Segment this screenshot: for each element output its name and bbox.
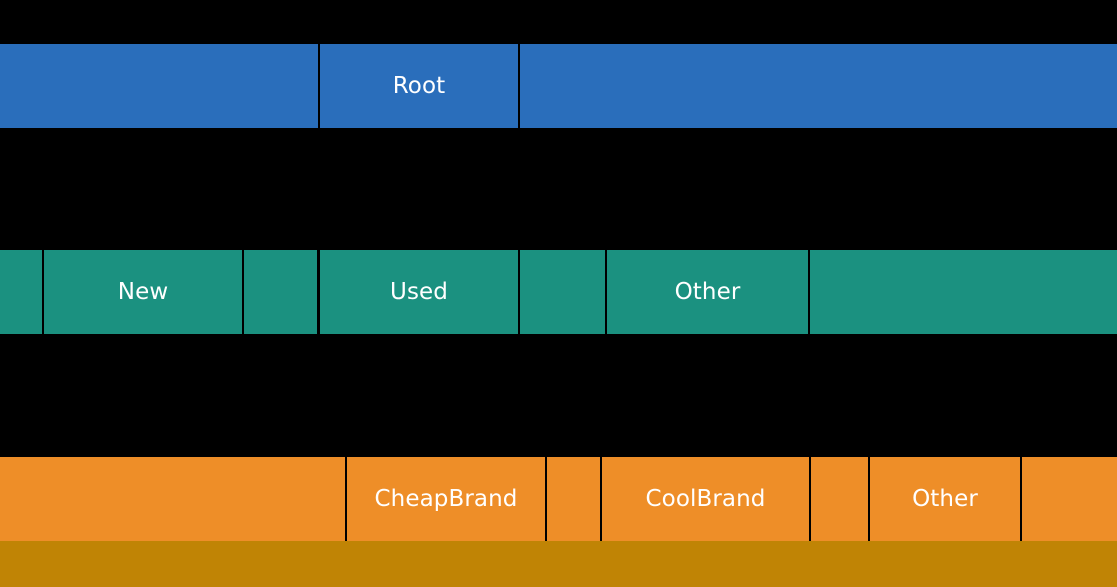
- chart-level-brand-level: CheapBrand CoolBrand Other: [0, 457, 1117, 541]
- chart-node-unlabeled[interactable]: [547, 457, 600, 541]
- chart-node-coolbrand[interactable]: CoolBrand: [602, 457, 809, 541]
- chart-node-cheapbrand[interactable]: CheapBrand: [347, 457, 545, 541]
- chart-level-root-level: Root: [0, 44, 1117, 128]
- chart-node-unlabeled[interactable]: [0, 457, 345, 541]
- chart-node-other[interactable]: Other: [607, 250, 808, 334]
- chart-node-unlabeled[interactable]: [0, 44, 318, 128]
- chart-node-new[interactable]: New: [44, 250, 242, 334]
- chart-node-label: Root: [392, 72, 446, 99]
- chart-node-unlabeled[interactable]: [244, 250, 317, 334]
- chart-level-condition-level: New Used Other: [0, 250, 1117, 334]
- chart-node-unlabeled[interactable]: [520, 44, 1117, 128]
- chart-node-unlabeled[interactable]: [0, 541, 1117, 587]
- chart-node-used[interactable]: Used: [320, 250, 518, 334]
- chart-node-unlabeled[interactable]: [1022, 457, 1117, 541]
- chart-level-leaf-level: [0, 541, 1117, 587]
- chart-node-label: Other: [912, 485, 978, 512]
- chart-node-label: Used: [390, 278, 448, 305]
- chart-node-unlabeled[interactable]: [810, 250, 1117, 334]
- chart-node-label: New: [117, 278, 169, 305]
- chart-node-label: CoolBrand: [645, 485, 766, 512]
- chart-node-unlabeled[interactable]: [520, 250, 605, 334]
- chart-node-unlabeled[interactable]: [811, 457, 868, 541]
- chart-node-other[interactable]: Other: [870, 457, 1020, 541]
- chart-node-root[interactable]: Root: [320, 44, 518, 128]
- chart-node-label: CheapBrand: [374, 485, 518, 512]
- chart-node-unlabeled[interactable]: [0, 250, 42, 334]
- chart-node-label: Other: [674, 278, 741, 305]
